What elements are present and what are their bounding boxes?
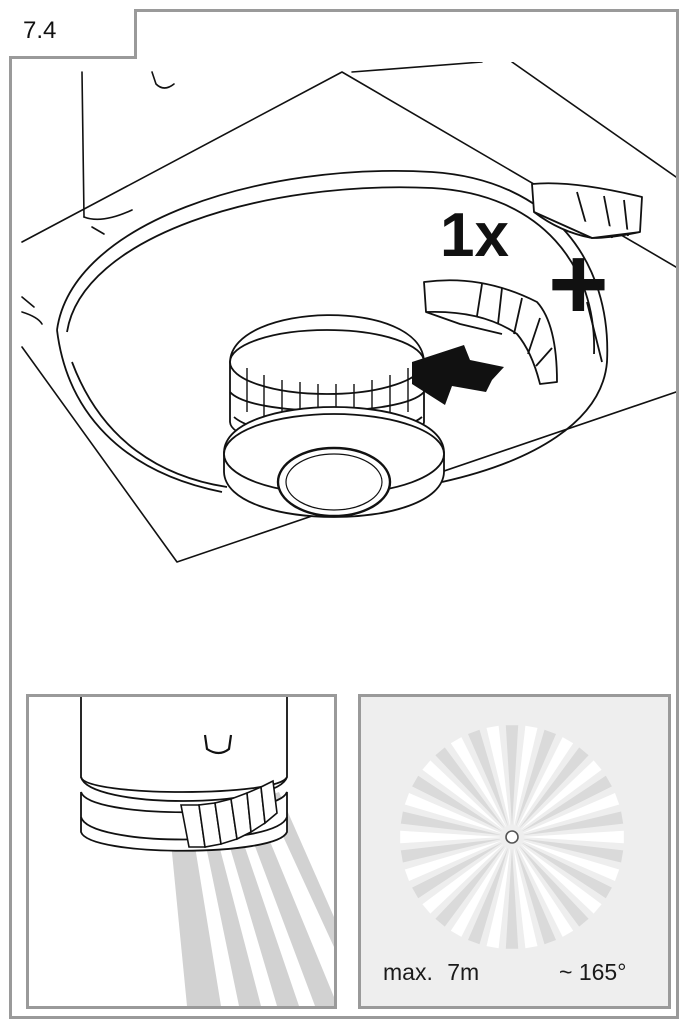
detection-ray — [523, 838, 624, 863]
detection-ray — [435, 846, 505, 927]
sensor-side-view — [80, 697, 334, 1006]
detection-ray — [513, 725, 538, 826]
main-illustration — [21, 62, 676, 563]
sensor-center-marker — [505, 830, 519, 844]
detection-ray — [404, 841, 501, 881]
detection-beams — [169, 792, 334, 1006]
detection-ray — [521, 760, 602, 830]
detection-ray — [523, 793, 620, 833]
detection-ray — [523, 811, 624, 836]
detection-ray — [505, 725, 519, 825]
detection-ray — [412, 775, 502, 832]
detection-rays — [400, 725, 624, 949]
step-number: 7.4 — [9, 9, 137, 59]
detection-ray — [486, 725, 511, 826]
detection-ray — [519, 846, 589, 927]
detection-ray — [521, 844, 602, 914]
detection-ray — [505, 849, 519, 949]
detection-ray — [400, 830, 500, 844]
range-prefix: max. — [383, 959, 433, 985]
detection-ray — [486, 848, 511, 949]
detection-angle: ~ 165° — [559, 959, 627, 985]
detection-ray — [522, 775, 612, 832]
detection-ray — [522, 842, 612, 899]
detection-ray — [517, 847, 574, 937]
lens-segment-upper — [531, 182, 643, 239]
range-unit: m — [460, 959, 480, 985]
detection-ray — [513, 848, 538, 949]
count-label: 1x — [440, 201, 509, 270]
detection-ray — [516, 848, 556, 945]
detection-ray — [450, 847, 507, 937]
wall-edge — [81, 71, 85, 218]
detection-ray — [422, 760, 503, 830]
detection-ray — [412, 842, 502, 899]
push-arrow-icon — [412, 345, 504, 405]
plus-sign: + — [548, 226, 609, 342]
sensor-side-view-inset — [26, 694, 337, 1009]
detection-ray — [516, 729, 556, 826]
detection-pattern — [400, 725, 624, 949]
sensor-head — [223, 314, 445, 518]
detection-ray — [404, 793, 501, 833]
mounting-ring — [56, 170, 609, 483]
detection-ray — [523, 841, 620, 881]
range-value: 7 — [447, 959, 461, 985]
detection-ray — [400, 838, 501, 863]
detection-ray — [450, 737, 507, 827]
detection-ray — [524, 830, 624, 844]
detection-pattern-inset: max. 7m ~ 165° — [358, 694, 671, 1009]
detection-ray — [517, 737, 574, 827]
detection-ray — [519, 747, 589, 828]
detection-ray — [422, 844, 503, 914]
detection-ray — [400, 811, 501, 836]
detection-ray — [468, 729, 508, 826]
lens-segment-lower — [423, 279, 558, 385]
sensor-lens — [276, 446, 392, 518]
detection-ray — [468, 848, 508, 945]
detection-ray — [435, 747, 505, 828]
